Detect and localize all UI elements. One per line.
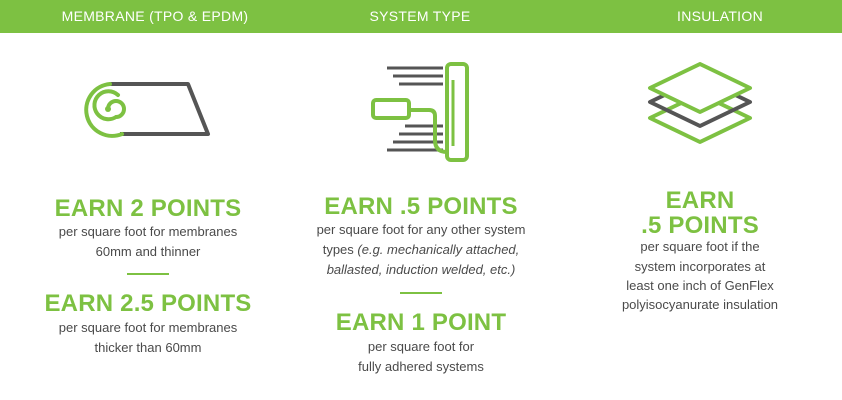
system-earn-1-point: EARN 1 POINT (335, 309, 507, 336)
membrane-desc-1-line-2: 60mm and thinner (95, 244, 201, 259)
membrane-desc-2-line-2: thicker than 60mm (94, 340, 202, 355)
system-desc-1-line-2-prefix: types (322, 242, 358, 257)
system-desc-1-line-2-italic: (e.g. mechanically attached, (357, 242, 520, 257)
system-earn-5-points: EARN .5 POINTS (324, 193, 518, 220)
insulation-desc-line-1: per square foot if the (640, 239, 760, 254)
membrane-roll-icon (84, 82, 210, 138)
insulation-earn: EARN (665, 187, 735, 214)
membrane-earn-2-5-points: EARN 2.5 POINTS (44, 290, 252, 317)
insulation-desc-line-3: least one inch of GenFlex (626, 278, 774, 293)
membrane-desc-1-line-1: per square foot for membranes (58, 224, 238, 239)
system-desc-1-line-2: types (e.g. mechanically attached, (290, 240, 552, 260)
stacked-layers-icon (648, 62, 752, 144)
membrane-divider (127, 273, 169, 275)
insulation-5-points: .5 POINTS (641, 212, 759, 239)
insulation-desc-line-4: polyisocyanurate insulation (621, 297, 779, 312)
header-insulation: INSULATION (677, 8, 763, 24)
membrane-desc-2-line-1: per square foot for membranes (58, 320, 238, 335)
header-membrane: MEMBRANE (TPO & EPDM) (61, 8, 249, 24)
system-desc-1-line-1: per square foot for any other system (316, 222, 526, 237)
header-system-type: SYSTEM TYPE (369, 8, 471, 24)
membrane-earn-2-points: EARN 2 POINTS (54, 195, 242, 222)
system-desc-1-line-3-italic: ballasted, induction welded, etc.) (326, 262, 516, 277)
insulation-desc-line-2: system incorporates at (634, 259, 766, 274)
system-desc-2-line-1: per square foot for (367, 339, 475, 354)
header-bar (0, 0, 842, 33)
system-desc-1-line-3: ballasted, induction welded, etc.) (290, 260, 552, 280)
system-divider (400, 292, 442, 294)
system-desc-2-line-2: fully adhered systems (358, 359, 484, 374)
paint-roller-icon (371, 62, 469, 162)
